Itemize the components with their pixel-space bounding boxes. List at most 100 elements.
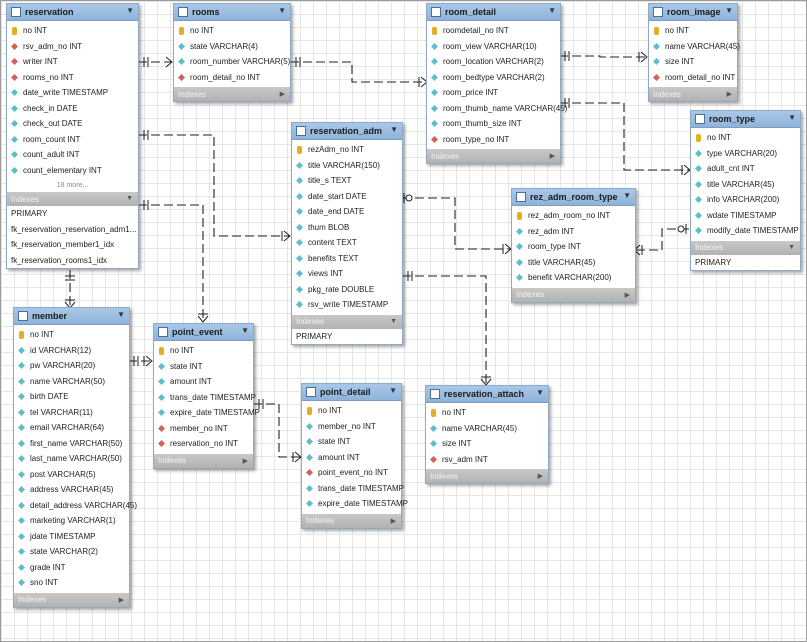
indexes-bar[interactable]: Indexes▶: [174, 87, 290, 101]
column-row[interactable]: address VARCHAR(45): [14, 482, 129, 498]
expand-arrow-icon[interactable]: ▶: [118, 596, 124, 604]
column-row[interactable]: size INT: [649, 54, 737, 70]
expand-arrow-icon[interactable]: ▶: [242, 457, 248, 465]
column-row[interactable]: member_no INT: [154, 421, 253, 437]
column-row[interactable]: expire_date TIMESTAMP: [154, 405, 260, 421]
column-row[interactable]: room_bedtype VARCHAR(2): [427, 70, 560, 86]
column-row[interactable]: no INT: [7, 23, 138, 39]
column-row[interactable]: rsv_adm_no INT: [7, 39, 138, 55]
collapse-arrow-icon[interactable]: ▼: [241, 326, 249, 335]
column-row[interactable]: point_event_no INT: [302, 465, 401, 481]
column-row[interactable]: count_adult INT: [7, 147, 138, 163]
indexes-bar[interactable]: Indexes▼: [292, 314, 402, 329]
column-row[interactable]: room_thumb_name VARCHAR(45): [427, 101, 567, 117]
column-row[interactable]: rezAdm_no INT: [292, 142, 402, 158]
expand-arrow-icon[interactable]: ▶: [279, 91, 285, 98]
column-row[interactable]: pw VARCHAR(20): [14, 358, 129, 374]
column-row[interactable]: title VARCHAR(150): [292, 158, 402, 174]
column-row[interactable]: state VARCHAR(4): [174, 39, 290, 55]
table-header[interactable]: reservation▼: [7, 4, 138, 21]
collapse-arrow-icon[interactable]: ▼: [117, 310, 125, 319]
column-row[interactable]: last_name VARCHAR(50): [14, 451, 129, 467]
column-row[interactable]: grade INT: [14, 560, 129, 576]
index-item[interactable]: fk_reservation_member1_idx: [11, 240, 115, 250]
column-row[interactable]: state INT: [154, 359, 253, 375]
index-item[interactable]: fk_reservation_rooms1_idx: [11, 255, 108, 265]
expand-arrow-icon[interactable]: ▶: [549, 153, 555, 160]
column-row[interactable]: date_end DATE: [292, 204, 402, 220]
more-columns-link[interactable]: 18 more...: [56, 182, 89, 189]
expand-arrow-icon[interactable]: ▶: [624, 291, 630, 299]
column-row[interactable]: title_s TEXT: [292, 173, 402, 189]
indexes-bar[interactable]: Indexes▶: [426, 469, 548, 483]
column-row[interactable]: post VARCHAR(5): [14, 467, 129, 483]
collapse-arrow-icon[interactable]: ▼: [389, 386, 397, 395]
index-item[interactable]: PRIMARY: [11, 209, 48, 219]
column-row[interactable]: rsv_adm INT: [426, 452, 548, 468]
table-header[interactable]: point_detail▼: [302, 384, 401, 401]
column-row[interactable]: room_location VARCHAR(2): [427, 54, 560, 70]
column-row[interactable]: member_no INT: [302, 419, 401, 435]
column-row[interactable]: content TEXT: [292, 235, 402, 251]
collapse-arrow-icon[interactable]: ▼: [278, 6, 286, 15]
column-row[interactable]: no INT: [426, 405, 548, 421]
column-row[interactable]: jdate TIMESTAMP: [14, 529, 129, 545]
column-row[interactable]: count_elementary INT: [7, 163, 138, 179]
column-row[interactable]: benefit VARCHAR(200): [512, 270, 635, 286]
column-row[interactable]: expire_date TIMESTAMP: [302, 496, 408, 512]
expand-arrow-icon[interactable]: ▶: [726, 91, 732, 98]
column-row[interactable]: type VARCHAR(20): [691, 146, 800, 162]
indexes-bar[interactable]: Indexes▼: [691, 240, 800, 255]
column-row[interactable]: room_detail_no INT: [174, 70, 290, 86]
column-row[interactable]: title VARCHAR(45): [691, 177, 800, 193]
column-row[interactable]: check_in DATE: [7, 101, 138, 117]
expand-arrow-icon[interactable]: ▶: [390, 517, 396, 525]
indexes-bar[interactable]: Indexes▶: [512, 287, 635, 302]
indexes-bar[interactable]: Indexes▶: [649, 87, 737, 101]
column-row[interactable]: date_write TIMESTAMP: [7, 85, 138, 101]
table-header[interactable]: reservation_adm▼: [292, 123, 402, 140]
collapse-arrow-icon[interactable]: ▼: [126, 6, 134, 15]
column-row[interactable]: room_count INT: [7, 132, 138, 148]
expand-arrow-icon[interactable]: ▶: [537, 473, 543, 480]
column-row[interactable]: room_detail_no INT: [649, 70, 737, 86]
column-row[interactable]: no INT: [174, 23, 290, 39]
column-row[interactable]: sno INT: [14, 575, 129, 591]
column-row[interactable]: adult_cnt INT: [691, 161, 800, 177]
table-header[interactable]: reservation_attach▼: [426, 386, 548, 403]
column-row[interactable]: rez_adm INT: [512, 224, 635, 240]
column-row[interactable]: no INT: [649, 23, 737, 39]
column-row[interactable]: benefits TEXT: [292, 251, 402, 267]
column-row[interactable]: state INT: [302, 434, 401, 450]
table-header[interactable]: member▼: [14, 308, 129, 325]
collapse-arrow-icon[interactable]: ▼: [788, 243, 795, 251]
indexes-bar[interactable]: Indexes▶: [427, 149, 560, 163]
column-row[interactable]: no INT: [14, 327, 129, 343]
index-item[interactable]: PRIMARY: [296, 331, 333, 341]
column-row[interactable]: id VARCHAR(12): [14, 343, 129, 359]
table-header[interactable]: room_type▼: [691, 111, 800, 128]
column-row[interactable]: views INT: [292, 266, 402, 282]
column-row[interactable]: room_type INT: [512, 239, 635, 255]
column-row[interactable]: modify_date TIMESTAMP: [691, 223, 800, 239]
column-row[interactable]: wdate TIMESTAMP: [691, 208, 800, 224]
column-row[interactable]: room_view VARCHAR(10): [427, 39, 560, 55]
indexes-bar[interactable]: Indexes▶: [302, 513, 401, 528]
column-row[interactable]: reservation_no INT: [154, 436, 253, 452]
collapse-arrow-icon[interactable]: ▼: [536, 388, 544, 397]
column-row[interactable]: marketing VARCHAR(1): [14, 513, 129, 529]
column-row[interactable]: no INT: [691, 130, 800, 146]
column-row[interactable]: writer INT: [7, 54, 138, 70]
column-row[interactable]: rooms_no INT: [7, 70, 138, 86]
column-row[interactable]: roomdetail_no INT: [427, 23, 560, 39]
index-item[interactable]: PRIMARY: [695, 257, 732, 267]
column-row[interactable]: title VARCHAR(45): [512, 255, 635, 271]
table-header[interactable]: rez_adm_room_type▼: [512, 189, 635, 206]
column-row[interactable]: amount INT: [154, 374, 253, 390]
